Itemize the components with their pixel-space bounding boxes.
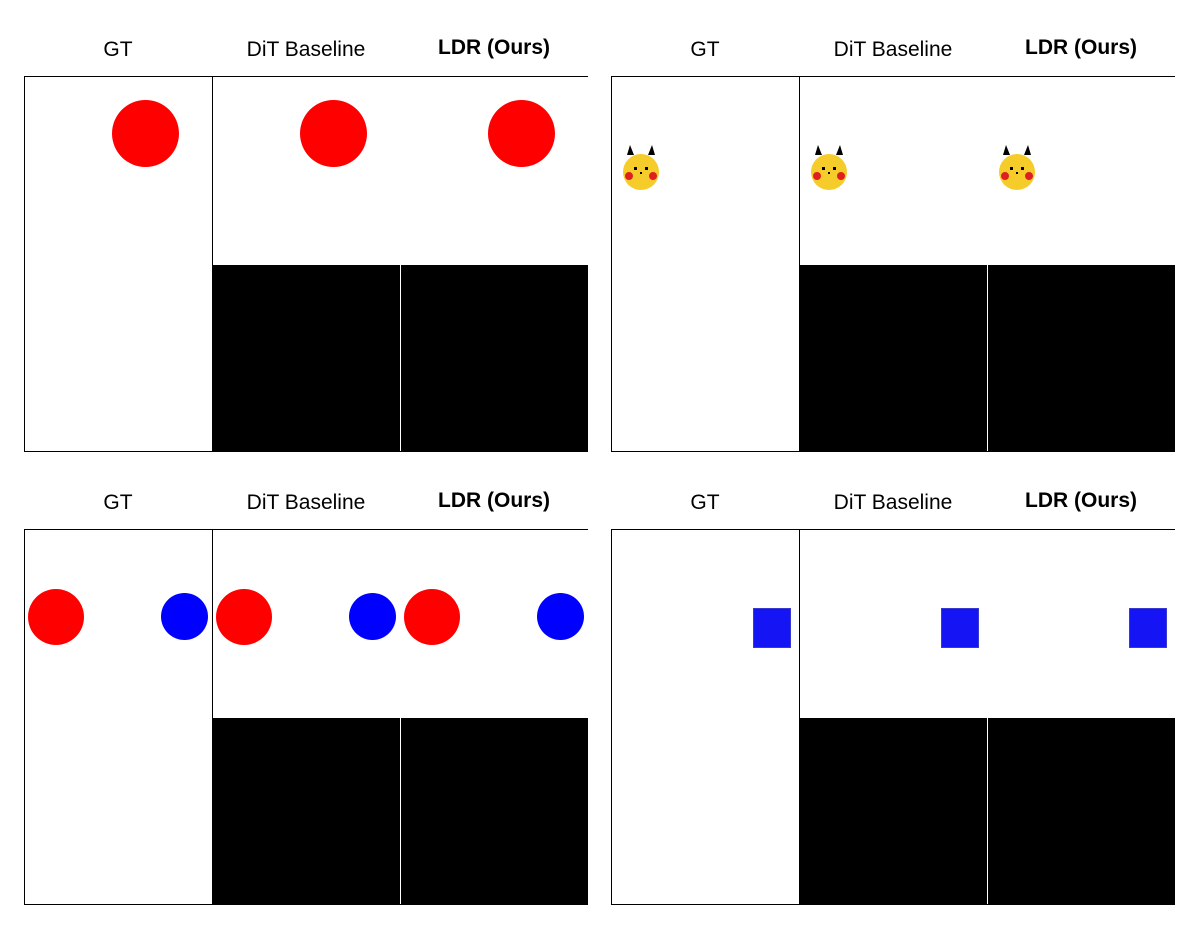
red-circle (28, 589, 84, 645)
panel-red-blue-circles: GT DiT Baseline LDR (Ours) (24, 453, 588, 905)
label-dit-baseline: DiT Baseline (833, 491, 953, 514)
label-gt: GT (103, 38, 133, 61)
red-circle (112, 100, 179, 167)
comparison-frame (611, 529, 1175, 905)
red-circle (216, 589, 272, 645)
comparison-frame (611, 76, 1175, 452)
blue-square (753, 608, 791, 648)
cell-dit-baseline (799, 530, 987, 904)
masked-region (401, 265, 588, 451)
blue-square (1129, 608, 1167, 648)
label-dit-baseline: DiT Baseline (246, 38, 366, 61)
blue-circle (161, 593, 208, 640)
column-labels: GT DiT Baseline LDR (Ours) (24, 453, 588, 523)
blue-circle (537, 593, 584, 640)
masked-region (213, 718, 400, 904)
label-dit-baseline: DiT Baseline (833, 38, 953, 61)
masked-region (988, 718, 1175, 904)
cell-dit-baseline (212, 77, 400, 451)
label-gt: GT (103, 491, 133, 514)
red-circle (404, 589, 460, 645)
masked-region (988, 265, 1175, 451)
masked-region (800, 718, 987, 904)
label-ldr-ours: LDR (Ours) (438, 36, 550, 59)
red-circle (488, 100, 555, 167)
column-labels: GT DiT Baseline LDR (Ours) (24, 0, 588, 70)
cell-gt (612, 530, 799, 904)
blue-square (941, 608, 979, 648)
pikachu-sprite (623, 145, 659, 190)
panel-red-circle: GT DiT Baseline LDR (Ours) (24, 0, 588, 452)
label-ldr-ours: LDR (Ours) (1025, 36, 1137, 59)
cell-gt (25, 530, 212, 904)
pikachu-sprite (999, 145, 1035, 190)
label-dit-baseline: DiT Baseline (246, 491, 366, 514)
masked-region (800, 265, 987, 451)
comparison-frame (24, 529, 588, 905)
panel-pikachu: GT DiT Baseline LDR (Ours) (611, 0, 1175, 452)
masked-region (213, 265, 400, 451)
cell-ldr-ours (400, 77, 588, 451)
masked-region (401, 718, 588, 904)
label-gt: GT (690, 38, 720, 61)
cell-dit-baseline (212, 530, 400, 904)
comparison-frame (24, 76, 588, 452)
label-ldr-ours: LDR (Ours) (438, 489, 550, 512)
cell-gt (612, 77, 799, 451)
red-circle (300, 100, 367, 167)
pikachu-sprite (811, 145, 847, 190)
label-gt: GT (690, 491, 720, 514)
column-labels: GT DiT Baseline LDR (Ours) (611, 0, 1175, 70)
cell-ldr-ours (987, 530, 1175, 904)
cell-ldr-ours (987, 77, 1175, 451)
panel-blue-square: GT DiT Baseline LDR (Ours) (611, 453, 1175, 905)
label-ldr-ours: LDR (Ours) (1025, 489, 1137, 512)
blue-circle (349, 593, 396, 640)
cell-ldr-ours (400, 530, 588, 904)
cell-gt (25, 77, 212, 451)
column-labels: GT DiT Baseline LDR (Ours) (611, 453, 1175, 523)
cell-dit-baseline (799, 77, 987, 451)
